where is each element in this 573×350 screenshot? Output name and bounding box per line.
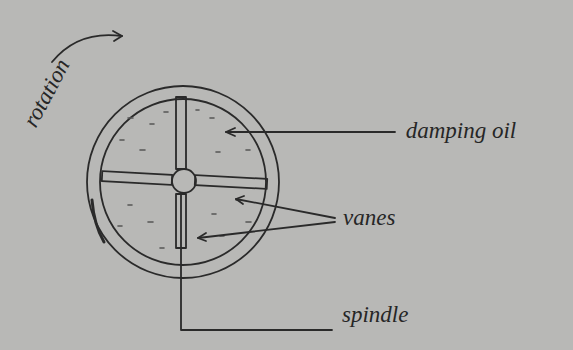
spindle-line [181,194,332,330]
leader-line [236,199,335,218]
vane [176,97,186,169]
vane [195,175,267,189]
casing-mark [92,200,104,242]
vane [102,171,172,185]
rotation-label: rotation [10,38,85,148]
part-label: spindle [342,302,462,328]
arrowhead [113,31,122,41]
inner-casing [100,99,266,265]
leader-line [198,222,335,238]
arrowhead [198,233,206,241]
spindle-hub [172,169,196,193]
leader-line [226,131,395,133]
part-label: damping oil [402,118,520,144]
oil-dots [118,110,251,248]
arrowhead [236,196,244,204]
outer-casing [87,86,279,278]
part-label: vanes [343,205,453,231]
arrowhead [226,128,235,136]
